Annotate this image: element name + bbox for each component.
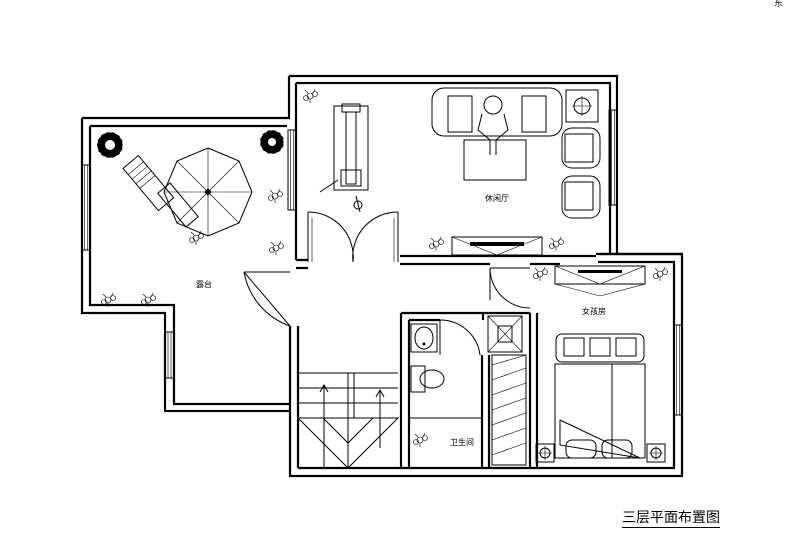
doors (243, 211, 531, 356)
nightstand (535, 443, 666, 463)
exterior-walls (80, 74, 684, 478)
terrace-furniture (96, 129, 285, 308)
bathroom-fixtures (410, 315, 523, 448)
wardrobe (554, 265, 646, 297)
corner-mark: 东 (774, 0, 784, 9)
sofa (555, 333, 645, 363)
armchair (561, 127, 601, 219)
umbrella-icon (163, 147, 253, 237)
drawing-title: 三层平面布置图 (622, 510, 720, 528)
room-label-terrace: 露台 (196, 279, 212, 289)
sofa (431, 87, 563, 155)
room-label-lounge: 休闲厅 (485, 193, 509, 203)
lounge-furniture (303, 87, 601, 256)
bed (554, 363, 646, 459)
room-label-girls-room: 女孩房 (582, 306, 606, 316)
room-label-bathroom: 卫生间 (450, 437, 474, 447)
windows (81, 109, 683, 416)
bush-icon (96, 131, 124, 159)
staircase (296, 372, 400, 469)
tv-cabinet (451, 236, 543, 256)
girls-room-furniture (533, 265, 668, 463)
bush-icon (259, 129, 285, 155)
exercise-machine (319, 103, 369, 213)
interior-walls (296, 254, 596, 468)
side-table (565, 89, 599, 123)
corridor-screen (491, 354, 527, 466)
